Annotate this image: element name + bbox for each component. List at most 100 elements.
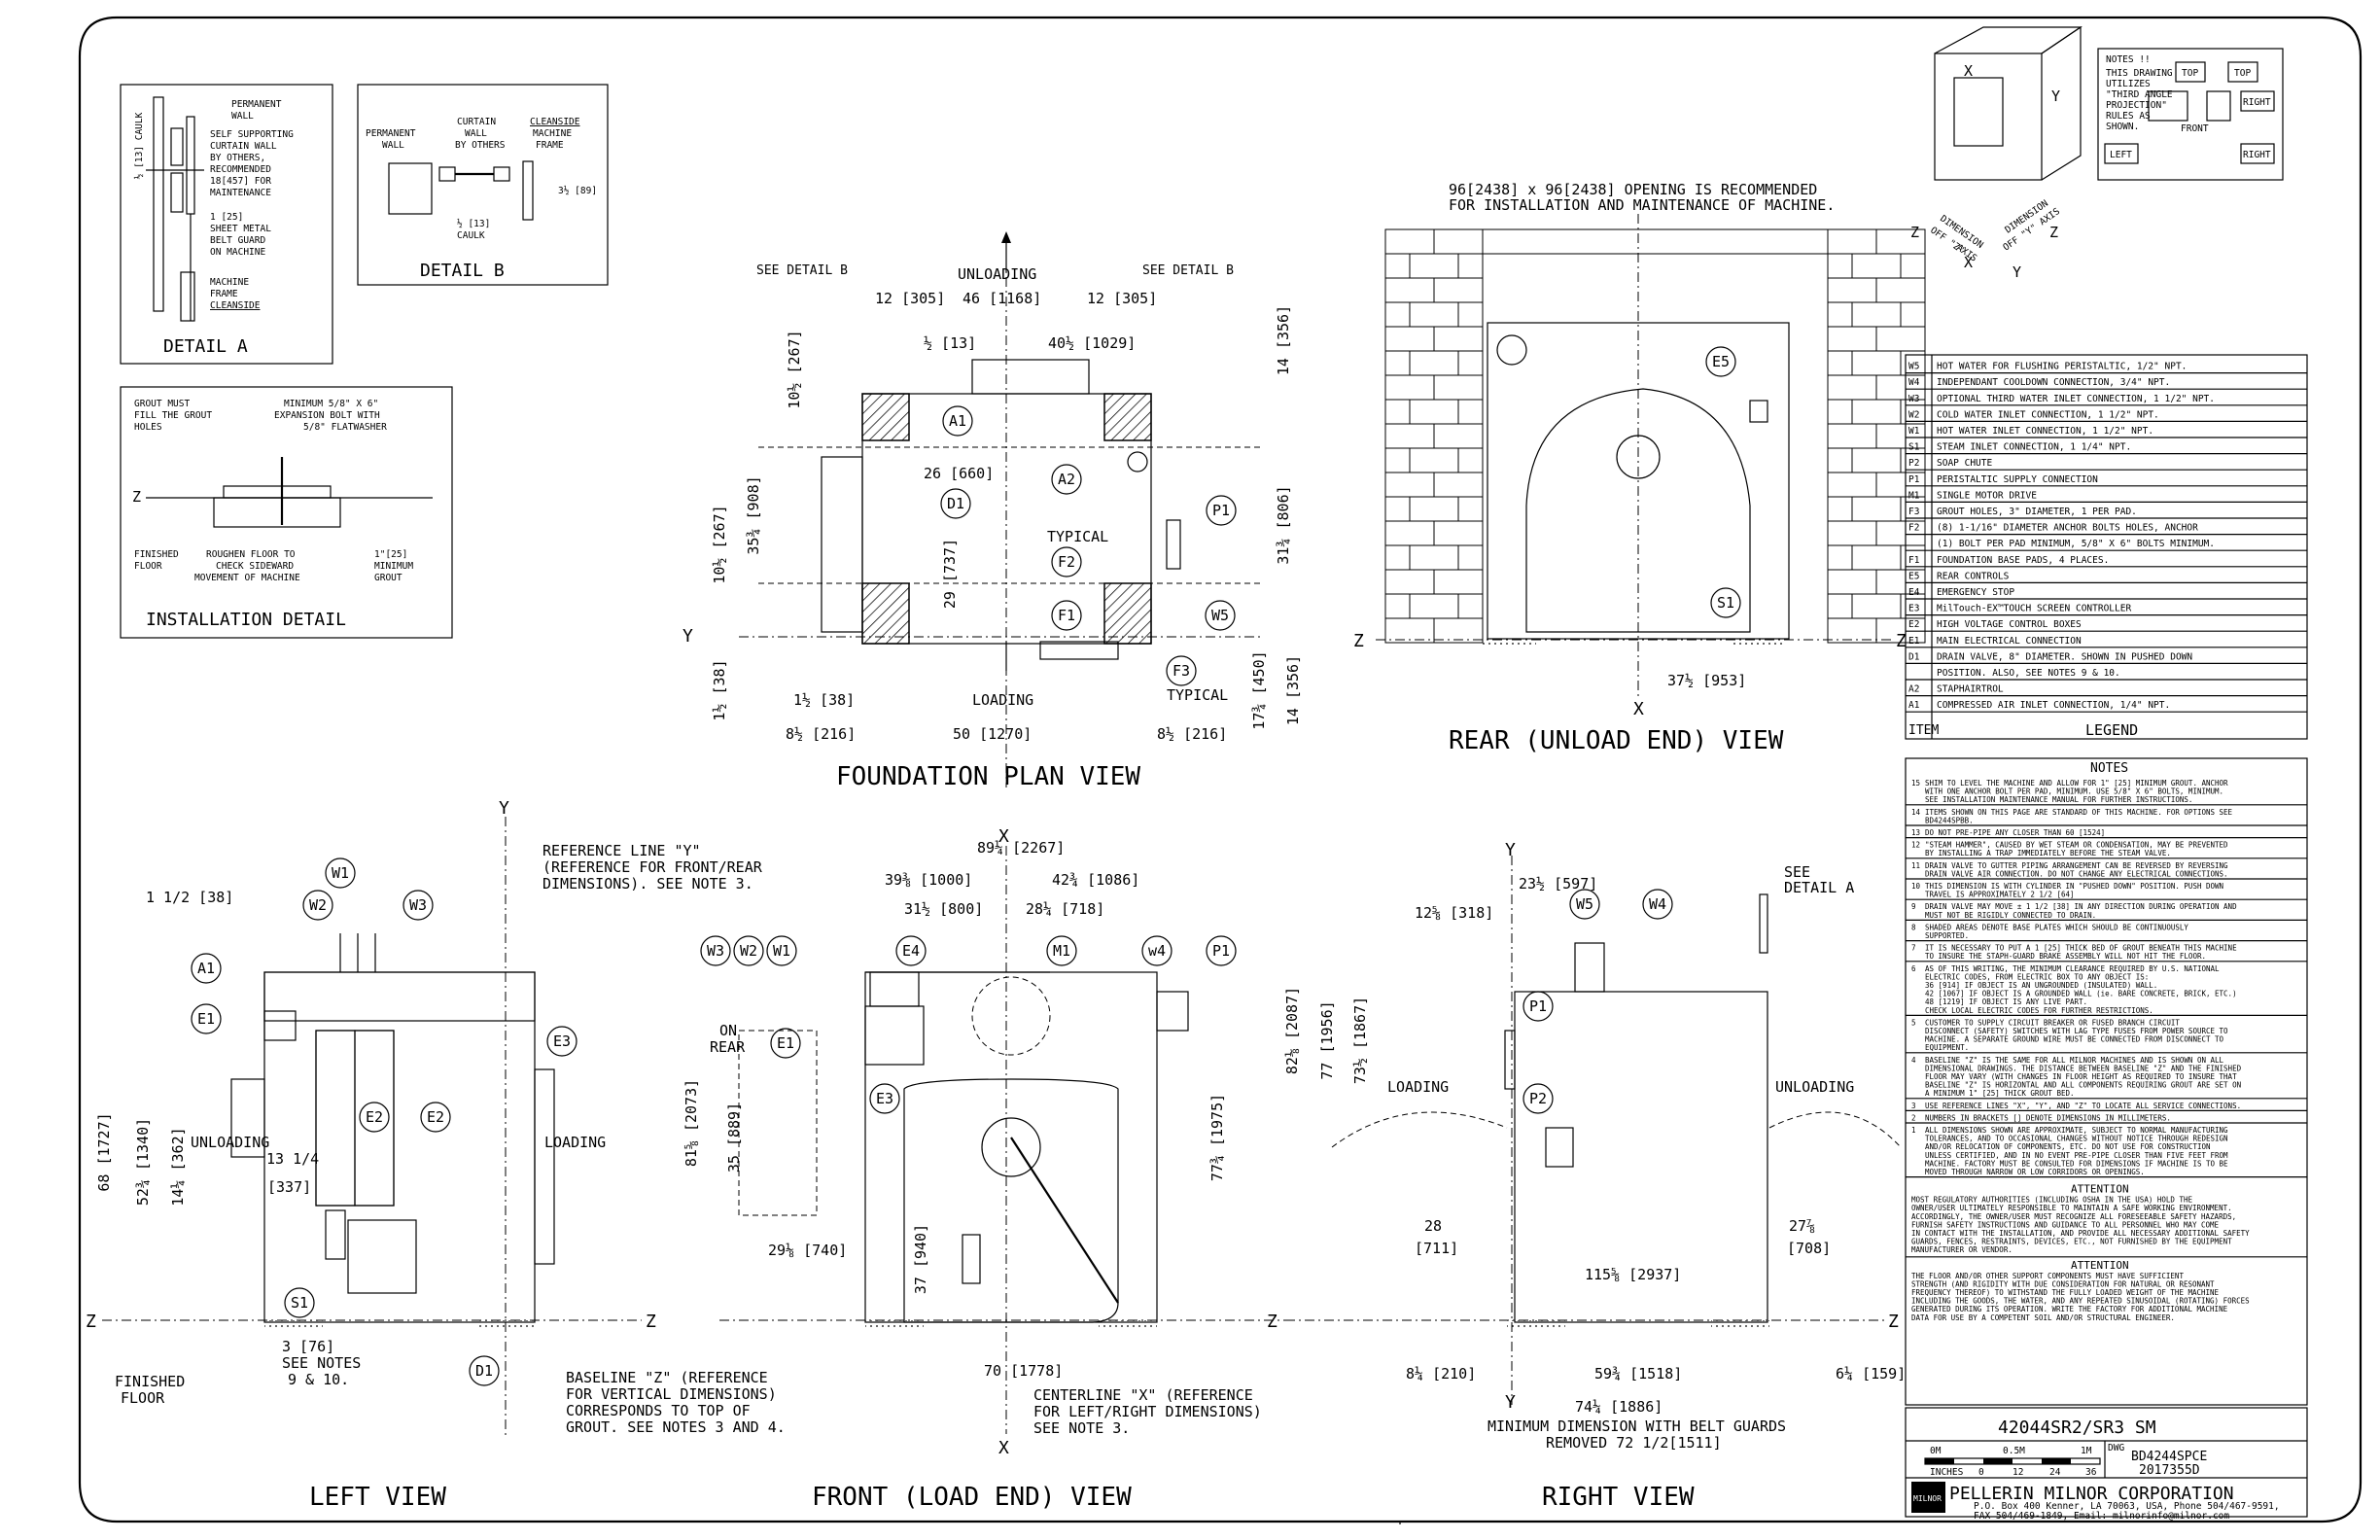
callout-w3-left: W3 xyxy=(402,890,434,921)
legend-item-desc: SINGLE MOTOR DRIVE xyxy=(1937,490,2037,501)
svg-text:F3: F3 xyxy=(1172,662,1190,680)
note-line: CUSTOMER TO SUPPLY CIRCUIT BREAKER OR FU… xyxy=(1925,1018,2180,1027)
detail-b-label-8: 3½ [89] xyxy=(558,186,597,196)
left-axis-z-left: Z xyxy=(86,1312,96,1332)
company-address: P.O. Box 400 Kenner, LA 70063, USA, Phon… xyxy=(1974,1501,2280,1512)
legend-item-desc: EMERGENCY STOP xyxy=(1937,587,2014,598)
detail-b-label-0: PERMANENT xyxy=(366,128,416,139)
callout-s1: S1 xyxy=(1710,587,1741,618)
callout-e3-left: E3 xyxy=(546,1026,578,1057)
note-line: 48 [1219] IF OBJECT IS ANY LIVE PART. xyxy=(1925,998,2087,1006)
callout-p1-right: P1 xyxy=(1522,991,1554,1022)
callout-w5-right: W5 xyxy=(1569,889,1600,920)
note-line: BD4244SPBB. xyxy=(1925,816,1974,824)
note-line: ITEMS SHOWN ON THIS PAGE ARE STANDARD OF… xyxy=(1925,808,2233,817)
note-number: 11 xyxy=(1911,861,1920,870)
left-dim-5: [337] xyxy=(267,1178,311,1196)
callout-w1-left: W1 xyxy=(325,858,356,889)
left-label-notes-9-10: 9 & 10. xyxy=(288,1371,349,1388)
left-axis-y: Y xyxy=(499,798,509,819)
detail-b-label-4: BY OTHERS xyxy=(455,140,506,151)
attention-1-line: ACCORDINGLY, THE OWNER/USER MUST RECOGNI… xyxy=(1911,1212,2236,1221)
scale-12: 12 xyxy=(2012,1467,2023,1478)
right-see: SEE xyxy=(1784,863,1810,881)
foundation-dim-17: 17¾ [450] xyxy=(1250,650,1268,729)
legend-item-desc: MAIN ELECTRICAL CONNECTION xyxy=(1937,636,2082,647)
detail-a-label-14: CLEANSIDE xyxy=(210,300,261,311)
note-number: 15 xyxy=(1911,779,1920,788)
iso-axis-x-top: X xyxy=(1964,62,1973,80)
detail-a-caulk: ½ [13] CAULK xyxy=(134,112,145,179)
callout-e3-front: E3 xyxy=(869,1083,900,1114)
legend-item-code: F2 xyxy=(1908,523,1919,534)
svg-text:D1: D1 xyxy=(475,1362,493,1380)
note-line: DO NOT PRE-PIPE ANY CLOSER THAN 60 [1524… xyxy=(1925,828,2105,837)
drawing-number: BD4244SPCE xyxy=(2131,1450,2207,1464)
front-label-on: ON xyxy=(719,1022,737,1039)
callout-w5: W5 xyxy=(1205,600,1236,631)
right-dim-5: 28 xyxy=(1424,1217,1442,1235)
callout-p2-right: P2 xyxy=(1522,1083,1554,1114)
scale-0m: 0M xyxy=(1930,1446,1942,1456)
attention-1-line: IN CONTACT WITH THE INSTALLATION, AND PR… xyxy=(1911,1229,2250,1238)
note-line: TRAVEL IS APPROXIMATELY 2 1/2 [64] xyxy=(1925,891,2075,899)
legend-item-desc: SOAP CHUTE xyxy=(1937,458,1992,469)
callout-w4-front: w4 xyxy=(1141,935,1172,966)
scale-36: 36 xyxy=(2085,1467,2097,1478)
detail-b: PERMANENT WALL CURTAIN WALL BY OTHERS CL… xyxy=(357,84,609,286)
note-line: TO INSURE THE STAPH-GUARD BRAKE ASSEMBLY… xyxy=(1925,952,2206,961)
legend-item-desc: MilTouch-EX™TOUCH SCREEN CONTROLLER xyxy=(1937,604,2131,614)
attention-1-line: MOST REGULATORY AUTHORITIES (INCLUDING O… xyxy=(1911,1196,2192,1205)
installation-label-12: MINIMUM xyxy=(374,561,413,572)
foundation-label-unloading: UNLOADING xyxy=(958,265,1036,283)
front-centerline-1: FOR LEFT/RIGHT DIMENSIONS) xyxy=(1033,1403,1262,1420)
note-line: MACHINE. FACTORY MUST BE CONSULTED FOR D… xyxy=(1925,1159,2228,1168)
front-label-rear: REAR xyxy=(710,1038,746,1056)
front-axis-x-top: X xyxy=(998,826,1009,847)
right-see-detail-a: DETAIL A xyxy=(1784,879,1854,896)
projection-note-6: SHOWN. xyxy=(2106,122,2139,132)
svg-text:A1: A1 xyxy=(197,960,215,977)
detail-a-label-11: ON MACHINE xyxy=(210,247,265,258)
left-view: Y REFERENCE LINE "Y" (REFERENCE FOR FRON… xyxy=(86,798,786,1512)
svg-text:W2: W2 xyxy=(740,942,757,960)
attention-1-line: GUARDS, FENCES, RESTRAINTS, DEVICES, ETC… xyxy=(1911,1238,2232,1246)
rear-note-0: 96[2438] x 96[2438] OPENING IS RECOMMEND… xyxy=(1449,181,1817,198)
foundation-dim-13: 50 [1270] xyxy=(953,725,1032,743)
legend-item-code: W1 xyxy=(1908,426,1920,437)
note-line: USE REFERENCE LINES "X", "Y", AND "Z" TO… xyxy=(1925,1102,2241,1110)
note-line: 36 [914] IF OBJECT IS AN UNGROUNDED (INS… xyxy=(1925,981,2157,990)
legend-item-desc: OPTIONAL THIRD WATER INLET CONNECTION, 1… xyxy=(1937,394,2215,404)
isometric-diagram: X Y X Y Z Z DIMENSION OFF "Z" AXIS DIMEN… xyxy=(1910,25,2082,281)
front-dim-9: 77¾ [1975] xyxy=(1208,1094,1226,1181)
legend-item-code: W2 xyxy=(1908,409,1919,420)
legend-item-code: E4 xyxy=(1908,587,1920,598)
svg-text:E4: E4 xyxy=(902,942,920,960)
proj-box-right-1: RIGHT xyxy=(2243,97,2271,108)
detail-b-label-6: MACHINE xyxy=(533,128,572,139)
attention-2-line: INCLUDING THE GOODS, THE WATER, AND ANY … xyxy=(1911,1297,2250,1306)
legend-item-code: A1 xyxy=(1908,700,1920,711)
proj-box-front: FRONT xyxy=(2181,123,2209,134)
svg-text:E1: E1 xyxy=(197,1010,215,1028)
note-line: ELECTRIC CODES, FROM ELECTRIC BOX TO ANY… xyxy=(1925,972,2149,981)
iso-axis-x-bottom: X xyxy=(1964,254,1973,271)
scale-05m: 0.5M xyxy=(2003,1446,2025,1456)
left-baseline-3: GROUT. SEE NOTES 3 AND 4. xyxy=(566,1418,786,1436)
right-view: Y Y Z Z SEE DETAIL A LOADING UNLOADING M… xyxy=(1267,840,1906,1512)
attention-title-2: ATTENTION xyxy=(2071,1259,2129,1272)
legend-item-desc: DRAIN VALVE, 8" DIAMETER. SHOWN IN PUSHE… xyxy=(1937,651,2192,662)
installation-label-1: FILL THE GROUT xyxy=(134,410,212,421)
note-line: MOVED THROUGH NARROW OR LOW CORRIDORS OR… xyxy=(1925,1168,2145,1176)
note-number: 10 xyxy=(1911,882,1921,891)
callout-a2: A2 xyxy=(1051,464,1082,495)
proj-box-top-2: TOP xyxy=(2234,68,2251,79)
foundation-dim-4: 40½ [1029] xyxy=(1048,334,1136,352)
legend-item-code: A2 xyxy=(1908,684,1919,695)
note-line: SUPPORTED. xyxy=(1925,931,1969,940)
svg-text:E5: E5 xyxy=(1712,353,1730,370)
note-number: 4 xyxy=(1911,1056,1916,1065)
svg-text:M1: M1 xyxy=(1053,942,1070,960)
